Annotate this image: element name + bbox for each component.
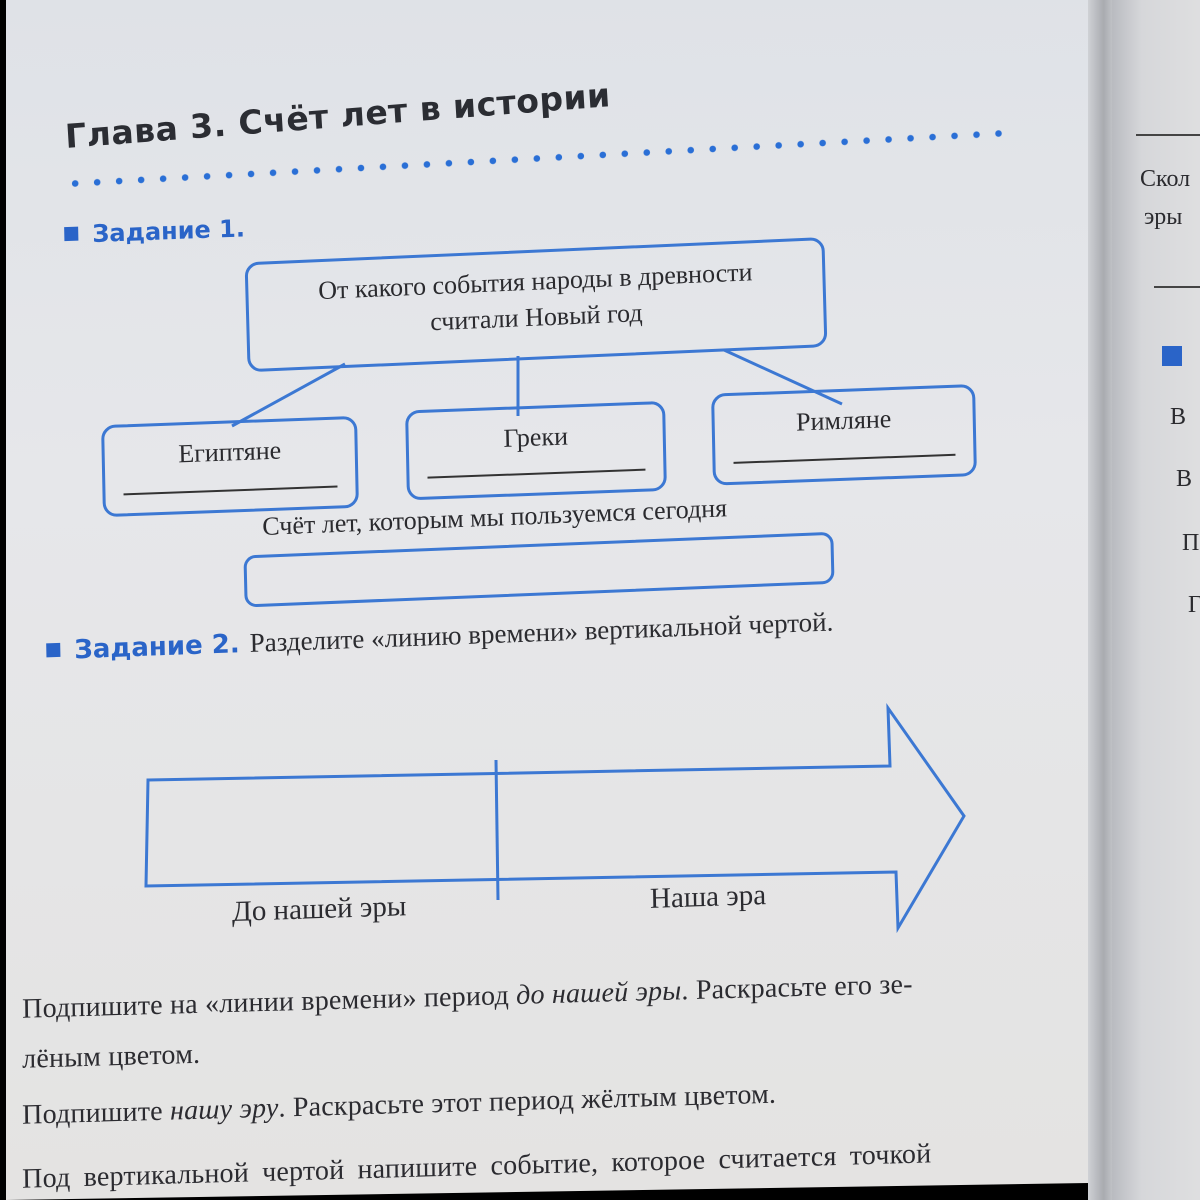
timeline-divider (494, 759, 500, 901)
next-page-text-1: Скол (1140, 166, 1191, 192)
next-page-letter-3: П (1182, 530, 1200, 556)
connector-egyptians (231, 362, 346, 428)
next-page-edge: Скол эры В В П Г (1112, 0, 1200, 1200)
next-page-letter-2: В (1176, 466, 1193, 492)
page-fold (1088, 0, 1114, 1200)
next-page-rule (1154, 286, 1200, 288)
next-page-square-icon (1162, 346, 1182, 366)
connector-romans (723, 348, 843, 406)
next-page-rule (1136, 134, 1200, 136)
next-page-text-2: эры (1144, 204, 1183, 230)
timeline-arrow (144, 703, 966, 934)
next-page-letter-4: Г (1188, 592, 1200, 618)
next-page-letter-1: В (1170, 404, 1187, 430)
